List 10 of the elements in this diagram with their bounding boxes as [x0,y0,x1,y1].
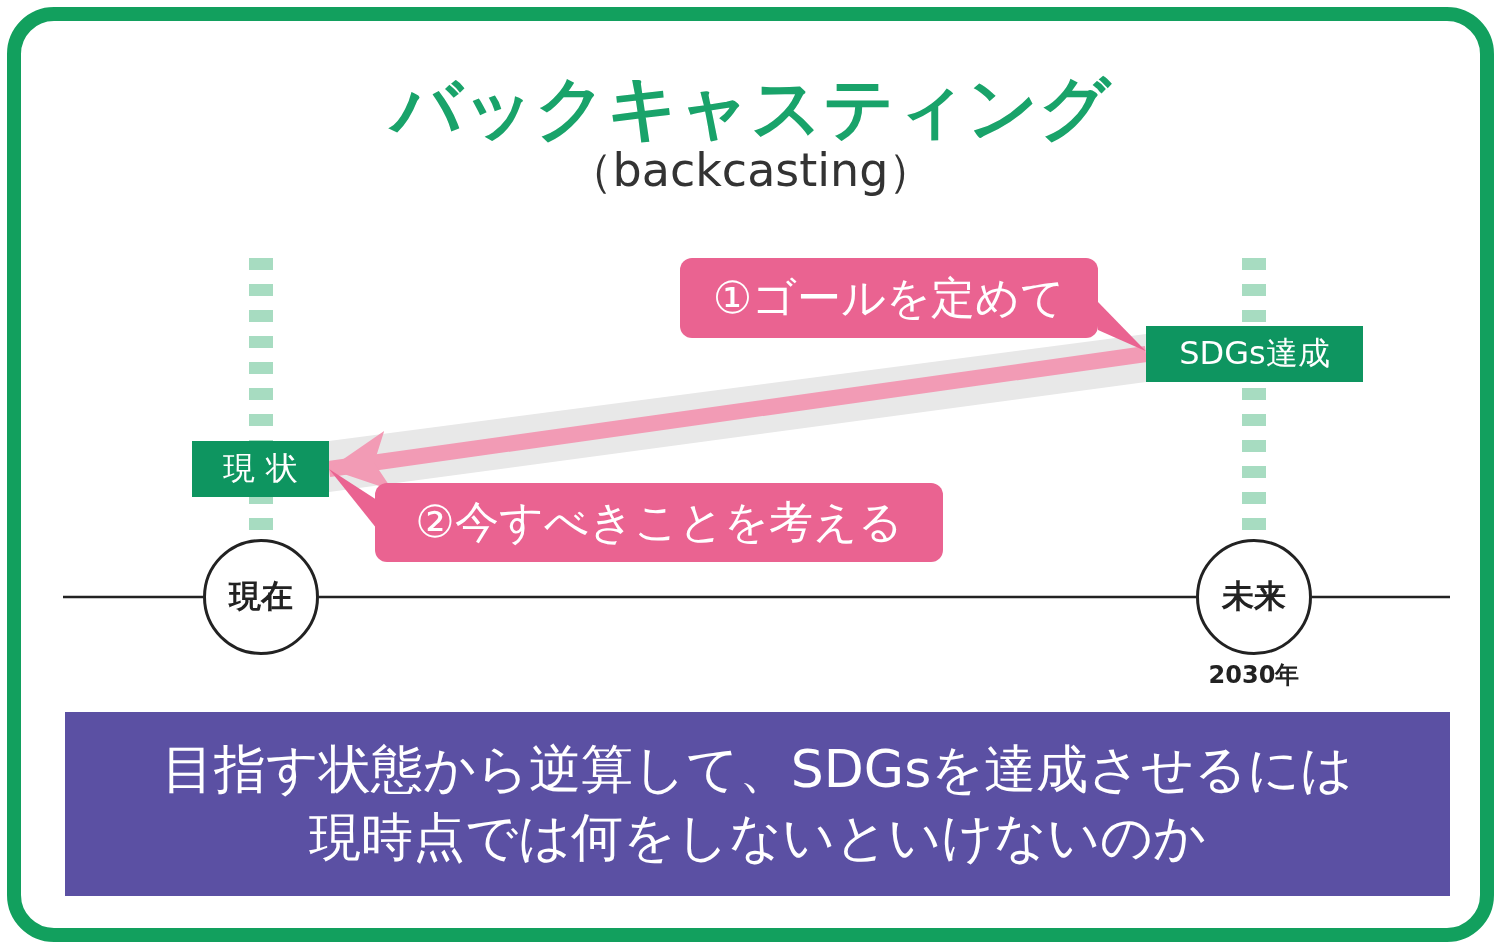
time-circle: 現在 [203,539,319,655]
bubble-tail [329,469,375,527]
summary-box: 目指す状態から逆算して、SDGsを達成させるには現時点では何をしないといけないのか [65,712,1450,896]
time-circle: 未来 [1196,539,1312,655]
speech-bubble: ①ゴールを定めて [680,258,1098,338]
bubble-tail [1098,302,1146,352]
label-box: SDGs達成 [1146,326,1363,382]
year-label: 2030年 [1207,660,1301,691]
timeline-line [319,595,1196,599]
label-box: 現状 [192,441,329,497]
